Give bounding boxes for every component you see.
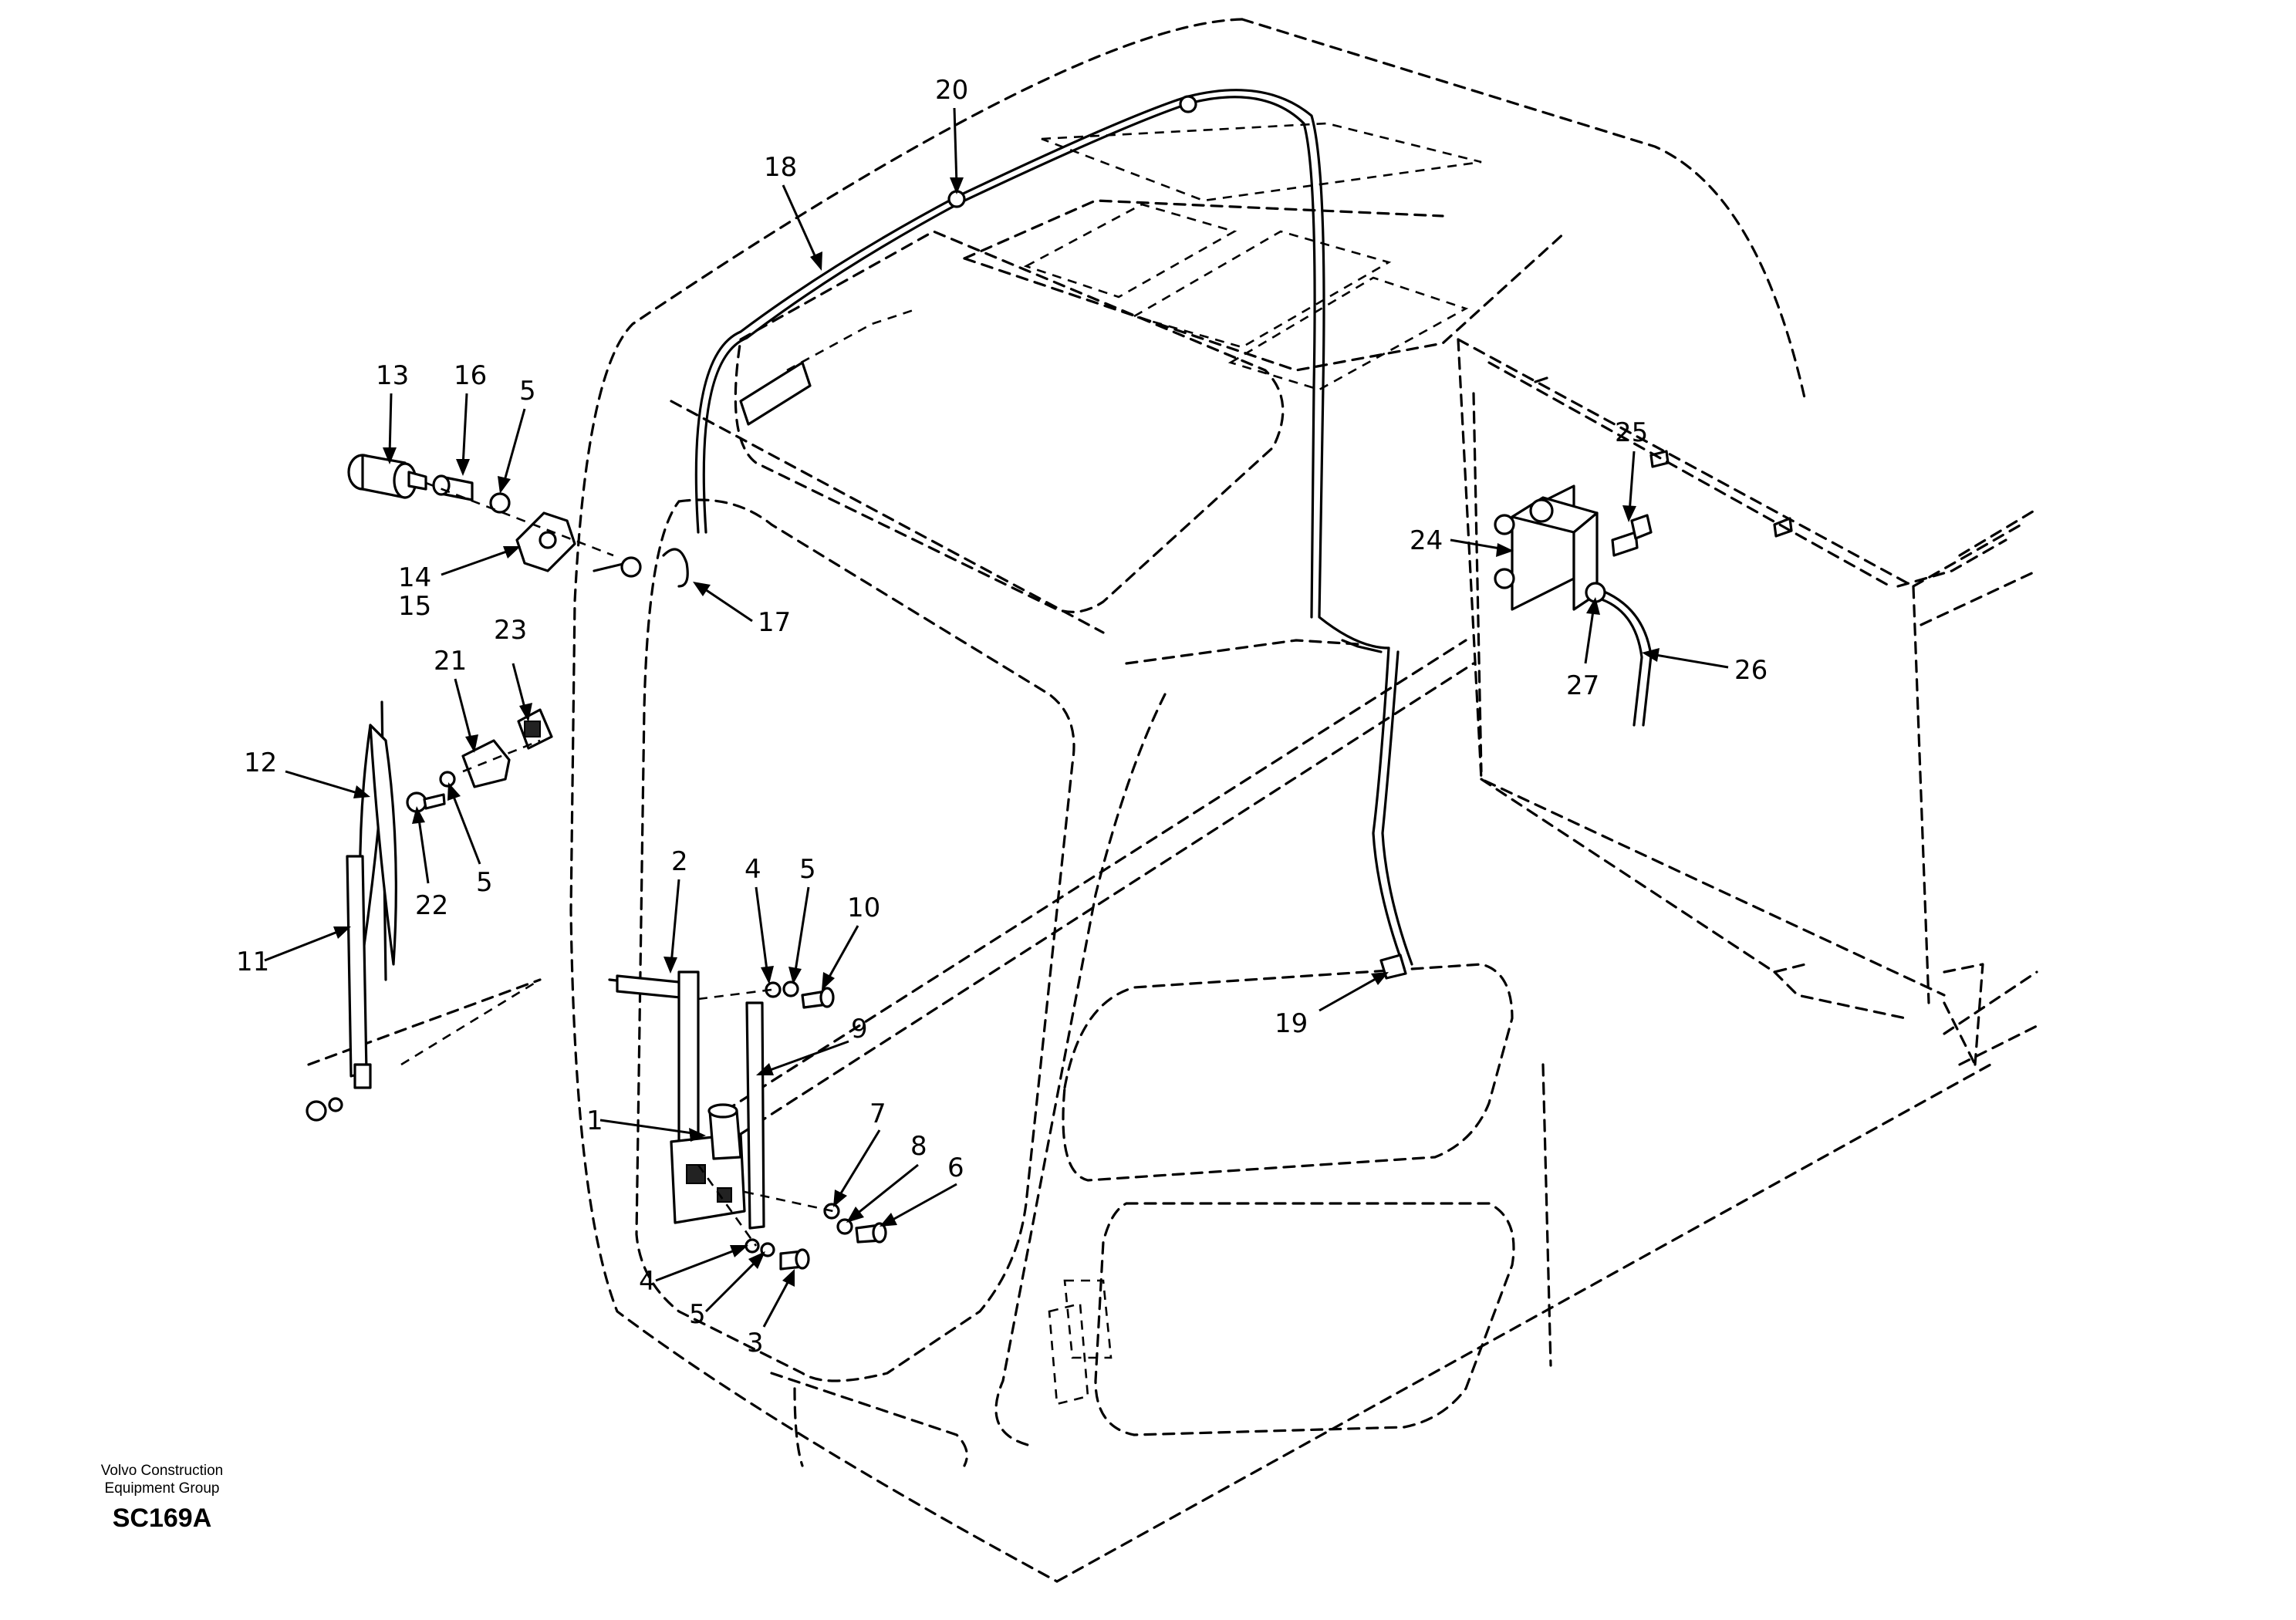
- callout-12: 12: [244, 748, 277, 778]
- hose-clip-roof: [739, 307, 919, 426]
- callout-15: 15: [398, 591, 431, 622]
- callout-4-top: 4: [745, 854, 761, 885]
- callout-23: 23: [494, 615, 527, 646]
- bracket-14: [515, 511, 576, 572]
- callout-4-bottom: 4: [639, 1266, 656, 1297]
- callout-5-bottom: 5: [689, 1299, 706, 1330]
- callout-7: 7: [869, 1099, 886, 1129]
- leader-lines: [264, 107, 1729, 1328]
- washer-5-top: [782, 980, 799, 997]
- nozzle-fitting-16: [432, 474, 474, 501]
- callout-14: 14: [398, 562, 431, 593]
- callout-18: 18: [764, 152, 797, 183]
- callout-10: 10: [847, 893, 880, 923]
- callout-6: 6: [947, 1153, 964, 1183]
- grommet-top: [1179, 95, 1197, 113]
- wiper-arm-11: [346, 855, 372, 1089]
- callout-5-top-left: 5: [519, 376, 536, 407]
- callout-labels: 1 2 3 4 4 5 5 5 5 6 7 8 9 10 11 12 13 14…: [236, 75, 1768, 1358]
- washer-4-bottom: [745, 1238, 760, 1254]
- callout-16: 16: [454, 360, 487, 391]
- washer-hose-lower: [1372, 646, 1413, 970]
- alignment-lines: [400, 481, 834, 1247]
- wiper-blade-12: [359, 700, 397, 981]
- callout-5-left: 5: [476, 867, 493, 898]
- bolt-6: [855, 1222, 887, 1244]
- link-9: [745, 1001, 765, 1230]
- callout-9: 9: [851, 1014, 868, 1045]
- callout-21: 21: [434, 646, 467, 677]
- callout-22: 22: [415, 890, 448, 921]
- callout-2: 2: [671, 846, 688, 877]
- company-line-1: Volvo Construction: [100, 1463, 224, 1479]
- callout-25: 25: [1615, 417, 1648, 448]
- bracket-23: [517, 708, 553, 750]
- bolt-25: [1611, 514, 1653, 557]
- washer-pump-24: [1494, 484, 1599, 611]
- bolt-3: [779, 1248, 810, 1271]
- cab-outline: [307, 18, 2038, 1583]
- callout-5-top-right: 5: [799, 854, 816, 885]
- callout-20: 20: [935, 75, 968, 106]
- cab-clips: [1341, 376, 1793, 653]
- callout-3: 3: [747, 1328, 764, 1358]
- hose-26: [1588, 585, 1653, 727]
- callout-17: 17: [758, 607, 791, 638]
- nozzle-17-clip: [593, 548, 689, 588]
- washer-5-left: [439, 771, 456, 788]
- clip-21: [461, 739, 511, 788]
- washer-8: [836, 1218, 853, 1235]
- callout-26: 26: [1734, 655, 1768, 686]
- arm-nut: [306, 1097, 343, 1122]
- callout-13: 13: [376, 360, 409, 391]
- callout-19: 19: [1275, 1008, 1308, 1039]
- washer-nozzle-13: [347, 454, 427, 499]
- company-line-2: Equipment Group: [104, 1480, 220, 1497]
- callout-8: 8: [910, 1131, 927, 1162]
- callout-24: 24: [1410, 525, 1443, 556]
- bolt-10: [801, 987, 835, 1009]
- drawing-code: SC169A: [112, 1504, 212, 1533]
- footer-block: Volvo Construction Equipment Group SC169…: [54, 1462, 270, 1534]
- pivot-shaft-2: [608, 970, 700, 1174]
- callout-1: 1: [586, 1105, 603, 1136]
- washer-hose-18: [694, 89, 1390, 650]
- callout-11: 11: [236, 947, 269, 977]
- callout-27: 27: [1566, 670, 1599, 701]
- screw-22: [406, 791, 446, 813]
